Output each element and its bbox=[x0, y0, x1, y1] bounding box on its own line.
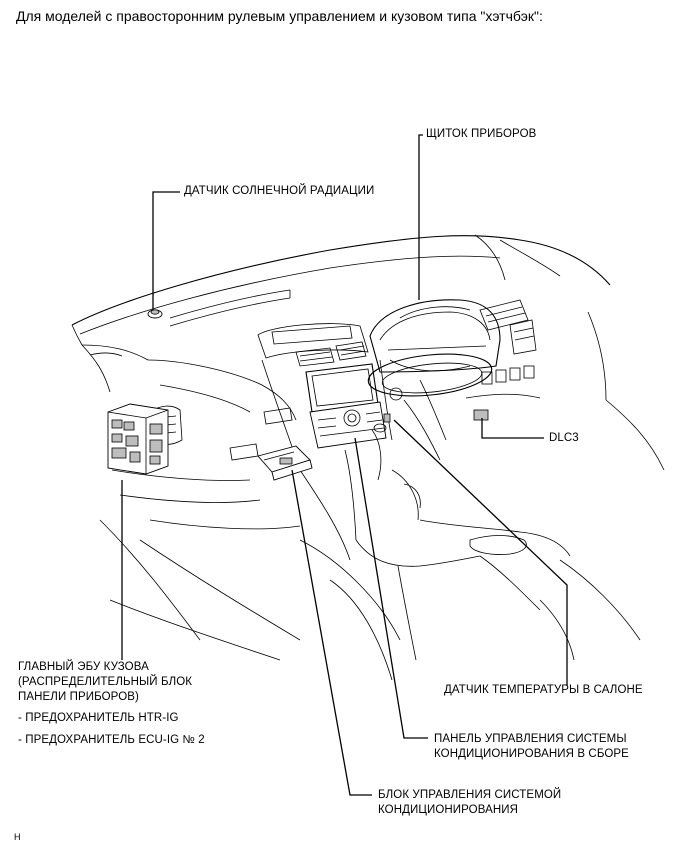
label-main-body-ecu-line1: ГЛАВНЫЙ ЭБУ КУЗОВА bbox=[18, 661, 149, 673]
label-dlc3: DLC3 bbox=[549, 432, 579, 444]
label-solar-sensor: ДАТЧИК СОЛНЕЧНОЙ РАДИАЦИИ bbox=[184, 185, 375, 197]
ac-control-unit bbox=[257, 445, 313, 481]
label-room-temp-sensor: ДАТЧИК ТЕМПЕРАТУРЫ В САЛОНЕ bbox=[444, 684, 643, 696]
label-ac-control-panel-line1: ПАНЕЛЬ УПРАВЛЕНИЯ СИСТЕМЫ bbox=[434, 733, 627, 745]
center-stack bbox=[257, 323, 393, 471]
floor-and-seats bbox=[99, 311, 665, 661]
label-instrument-panel: ЩИТОК ПРИБОРОВ bbox=[426, 128, 537, 140]
label-ac-control-unit-line2: КОНДИЦИОНИРОВАНИЯ bbox=[378, 804, 519, 816]
center-console bbox=[299, 423, 571, 681]
dashboard-outline bbox=[71, 234, 611, 393]
solar-sensor bbox=[147, 309, 163, 319]
label-main-body-ecu-line3: ПАНЕЛИ ПРИБОРОВ) bbox=[18, 691, 139, 703]
page-heading: Для моделей с правосторонним рулевым упр… bbox=[16, 8, 543, 24]
label-fuse-ecu-ig-2: - ПРЕДОХРАНИТЕЛЬ ECU-IG № 2 bbox=[18, 734, 205, 746]
figure-code: H bbox=[14, 832, 21, 842]
body-ecu-block bbox=[107, 403, 169, 475]
instrument-cluster bbox=[367, 299, 541, 461]
label-ac-control-unit-line1: БЛОК УПРАВЛЕНИЯ СИСТЕМОЙ bbox=[378, 789, 562, 801]
label-main-body-ecu-line2: (РАСПРЕДЕЛИТЕЛЬНЫЙ БЛОК bbox=[18, 676, 193, 688]
label-fuse-htr-ig: - ПРЕДОХРАНИТЕЛЬ HTR-IG bbox=[18, 712, 179, 724]
label-ac-control-panel-line2: КОНДИЦИОНИРОВАНИЯ В СБОРЕ bbox=[434, 748, 629, 760]
leader-lines bbox=[121, 134, 568, 796]
